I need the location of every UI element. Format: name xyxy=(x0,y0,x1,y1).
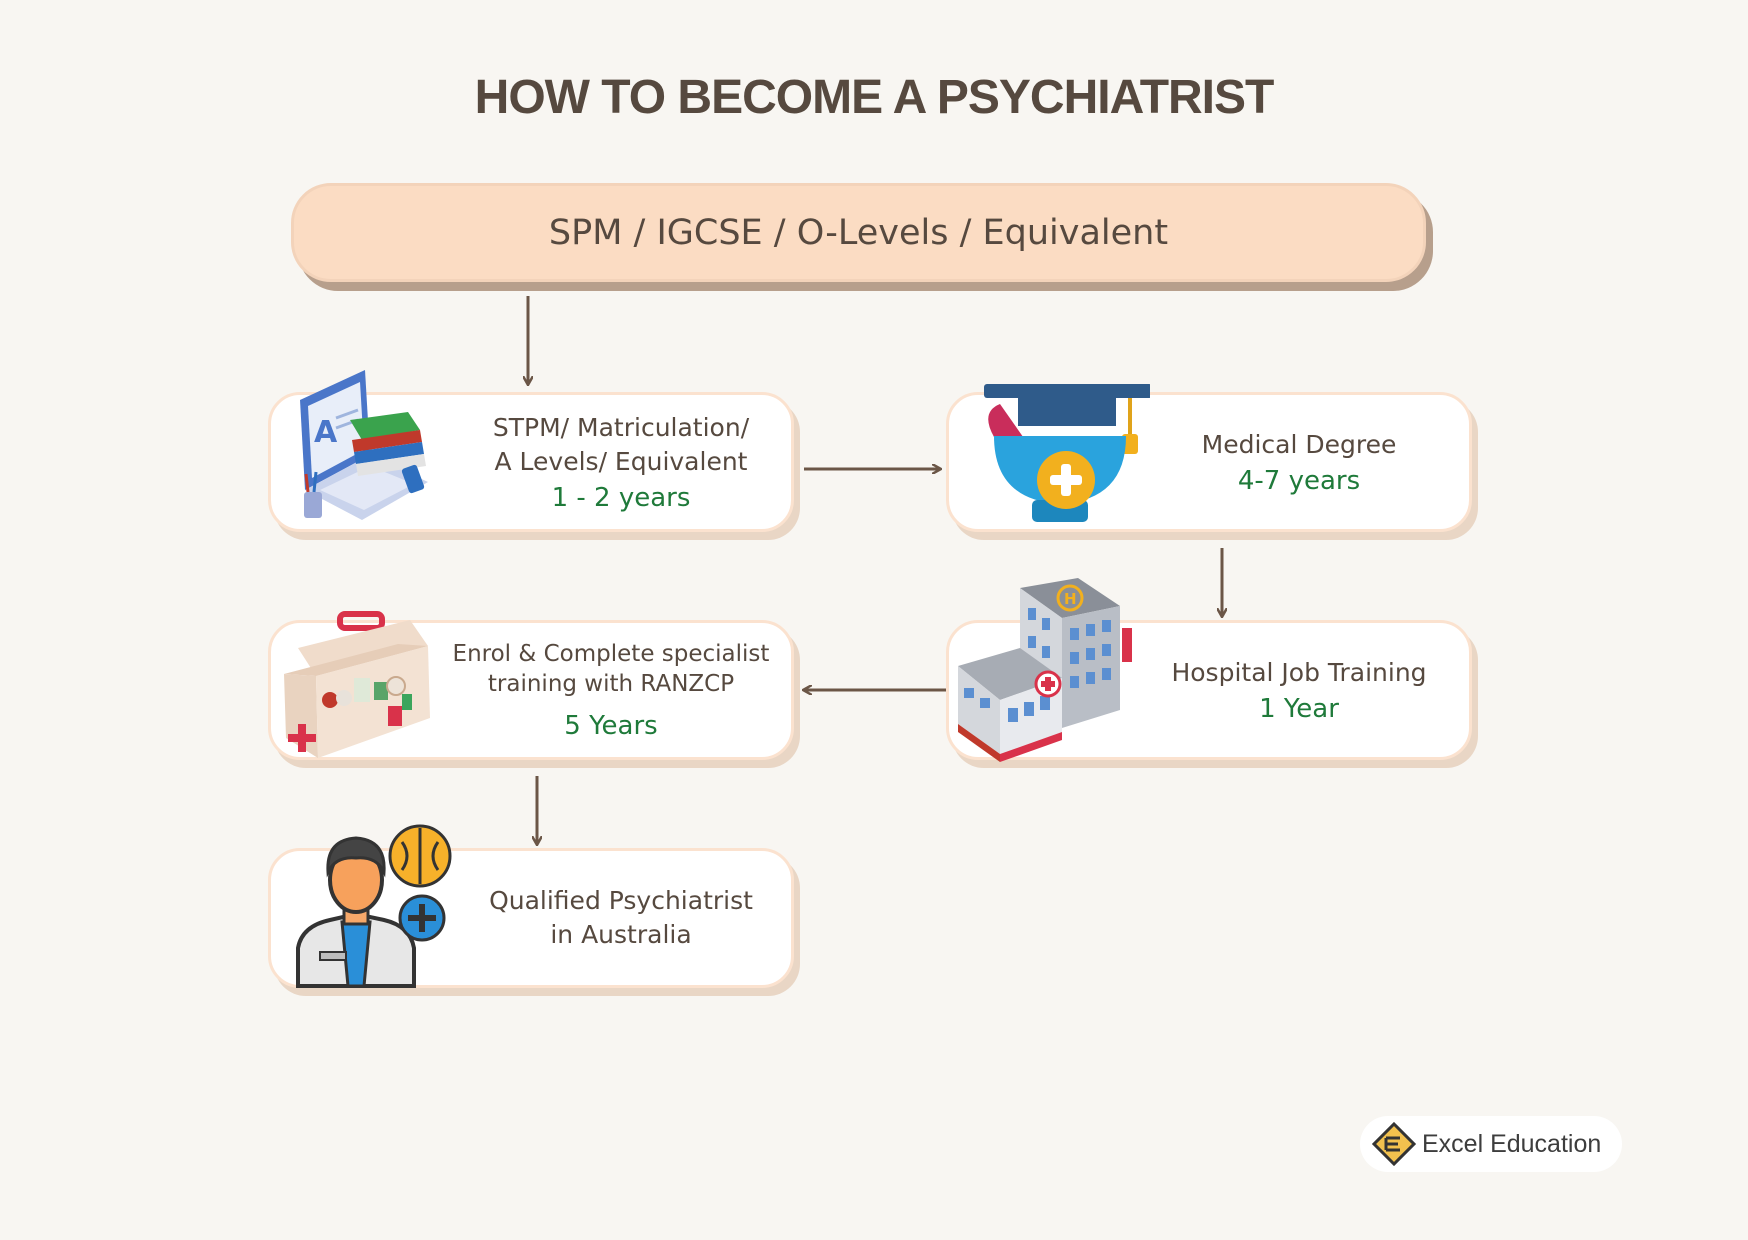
step-duration: 1 Year xyxy=(1259,694,1339,724)
page-title: HOW TO BECOME A PSYCHIATRIST xyxy=(474,71,1275,124)
step-card-text: Qualified Psychiatrist in Australia xyxy=(451,851,791,985)
step-line: Enrol & Complete specialist xyxy=(452,641,770,667)
step-duration: 4-7 years xyxy=(1237,466,1361,496)
graduation-medical-icon xyxy=(984,384,1150,522)
step-card-text: Hospital Job Training 1 Year xyxy=(1129,623,1469,757)
svg-text:H: H xyxy=(1064,590,1077,608)
svg-text:A: A xyxy=(314,415,338,450)
step-duration: 1 - 2 years xyxy=(551,483,691,513)
brand-badge: Excel Education xyxy=(1360,1116,1622,1172)
step-line: Medical Degree xyxy=(1201,430,1397,459)
step-line: A Levels/ Equivalent xyxy=(494,447,748,476)
step-card-text: STPM/ Matriculation/ A Levels/ Equivalen… xyxy=(451,395,791,529)
step-card-text: Enrol & Complete specialist training wit… xyxy=(431,623,791,757)
step-line: in Australia xyxy=(550,920,692,949)
laptop-books-icon: A xyxy=(300,370,428,520)
step-line: training with RANZCP xyxy=(487,671,735,697)
step-line: STPM/ Matriculation/ xyxy=(492,413,750,442)
start-qualification-box: SPM / IGCSE / O-Levels / Equivalent xyxy=(291,183,1426,282)
psychiatrist-brain-icon xyxy=(296,824,452,988)
hospital-building-icon: H xyxy=(958,578,1132,762)
step-card-text: Medical Degree 4-7 years xyxy=(1129,395,1469,529)
excel-education-logo-icon xyxy=(1372,1122,1416,1166)
medical-kit-icon xyxy=(284,611,430,758)
step-line: Hospital Job Training xyxy=(1171,658,1427,687)
brand-name: Excel Education xyxy=(1422,1129,1602,1158)
step-duration: 5 Years xyxy=(564,711,658,741)
start-qualification-label: SPM / IGCSE / O-Levels / Equivalent xyxy=(548,212,1169,253)
step-line: Qualified Psychiatrist xyxy=(489,886,753,915)
